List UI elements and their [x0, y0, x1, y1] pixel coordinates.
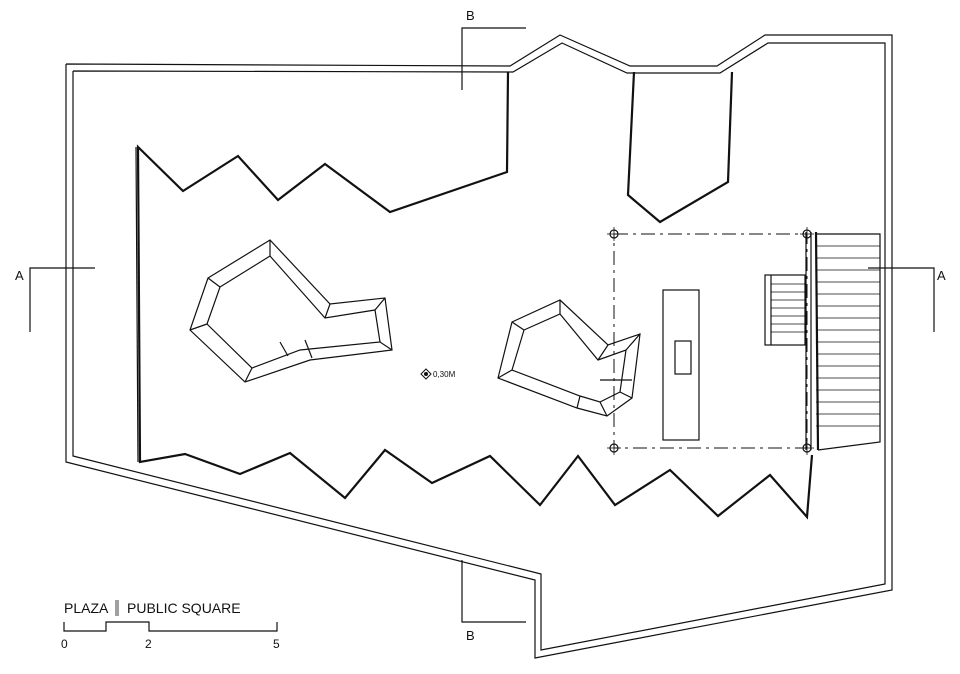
- column-ne: [800, 227, 814, 241]
- jagged-inner-wall: [135, 71, 814, 520]
- section-marker-a-right: A: [868, 267, 946, 332]
- section-label-b-bottom: B: [466, 628, 475, 643]
- section-marker-a-left: A: [15, 267, 95, 332]
- scale-bar: 0 2 5: [61, 621, 280, 651]
- drawing-title: PLAZA PUBLIC SQUARE: [64, 600, 241, 616]
- seating-island-left: [189, 239, 393, 383]
- scale-label-2: 2: [145, 637, 152, 651]
- title-secondary: PUBLIC SQUARE: [127, 600, 241, 616]
- column-sw: [607, 441, 621, 455]
- scale-label-0: 0: [61, 637, 68, 651]
- level-marker-label: 0,30M: [433, 370, 456, 379]
- level-marker-icon: [420, 368, 432, 380]
- section-label-b-top: B: [466, 8, 475, 23]
- canopy-outline: [607, 227, 814, 455]
- upper-wedge-structure: [626, 71, 734, 224]
- column-se: [800, 441, 814, 455]
- level-marker: 0,30M: [420, 368, 456, 380]
- title-primary: PLAZA: [64, 600, 109, 616]
- small-stair: [764, 274, 806, 346]
- section-label-a-right: A: [937, 268, 946, 283]
- seating-island-right: [497, 299, 641, 417]
- column-nw: [607, 227, 621, 241]
- section-label-a-left: A: [15, 268, 24, 283]
- site-boundary: [65, 34, 893, 659]
- central-feature: [662, 289, 700, 441]
- main-stair: [805, 231, 881, 451]
- section-marker-b-bottom: B: [461, 560, 526, 643]
- section-marker-b-top: B: [461, 8, 526, 90]
- scale-label-5: 5: [273, 637, 280, 651]
